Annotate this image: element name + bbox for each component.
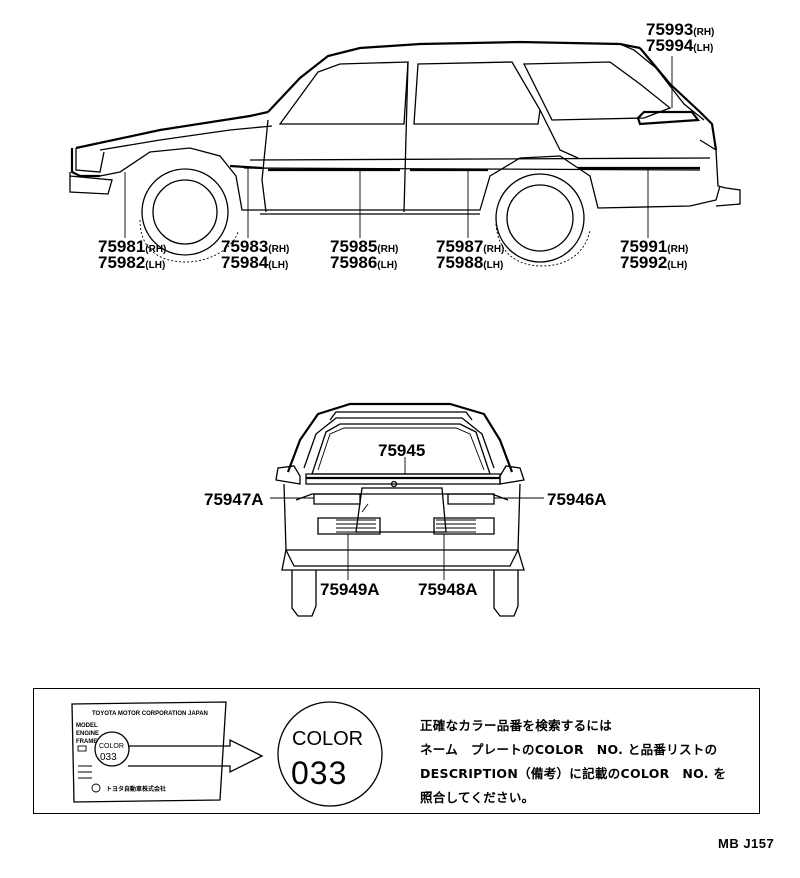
- part-number-75948A: 75948A: [418, 580, 478, 599]
- drawing-code: MB J157: [718, 836, 775, 851]
- part-number-75982: 75982(LH): [98, 253, 165, 272]
- note-line: 照合してください。: [420, 790, 535, 805]
- part-number-75985: 75985(RH): [330, 237, 398, 256]
- part-number-75984: 75984(LH): [221, 253, 288, 272]
- svg-text:033: 033: [100, 752, 117, 763]
- color-badge-label: COLOR: [292, 728, 363, 750]
- svg-text:MODEL: MODEL: [76, 723, 98, 729]
- rear-view-car: [270, 402, 544, 617]
- svg-text:トヨタ自動車株式会社: トヨタ自動車株式会社: [106, 785, 166, 793]
- part-number-75949A: 75949A: [320, 580, 380, 599]
- part-number-75986: 75986(LH): [330, 253, 397, 272]
- part-number-75947A: 75947A: [204, 490, 264, 509]
- part-number-75992: 75992(LH): [620, 253, 687, 272]
- svg-text:COLOR: COLOR: [99, 743, 124, 750]
- part-number-75994: 75994(LH): [646, 36, 713, 55]
- color-note-text: 正確なカラー品番を検索するには ネーム プレートのCOLOR NO. と品番リス…: [420, 714, 750, 810]
- part-number-75988: 75988(LH): [436, 253, 503, 272]
- svg-text:TOYOTA MOTOR CORPORATION JAPAN: TOYOTA MOTOR CORPORATION JAPAN: [92, 711, 208, 717]
- part-number-75981: 75981(RH): [98, 237, 166, 256]
- arrow-icon: [128, 738, 264, 774]
- color-badge: COLOR 033: [277, 701, 383, 807]
- rear-view-labels: 75945 75947A 75946A 75949A 75948A: [204, 441, 607, 599]
- side-view-car: [69, 40, 741, 267]
- note-line: 正確なカラー品番を検索するには: [420, 718, 613, 733]
- part-number-75983: 75983(RH): [221, 237, 289, 256]
- color-note-box: [33, 688, 760, 814]
- part-number-75991: 75991(RH): [620, 237, 688, 256]
- part-number-75993: 75993(RH): [646, 20, 714, 39]
- part-number-75945: 75945: [378, 441, 425, 460]
- svg-text:ENGINE: ENGINE: [76, 731, 99, 737]
- name-plate: TOYOTA MOTOR CORPORATION JAPAN MODEL ENG…: [71, 701, 264, 803]
- part-number-75946A: 75946A: [547, 490, 607, 509]
- part-number-75987: 75987(RH): [436, 237, 504, 256]
- note-line: ネーム プレートのCOLOR NO. と品番リストの: [420, 742, 718, 757]
- svg-text:FRAME: FRAME: [76, 739, 97, 745]
- color-badge-number: 033: [291, 755, 347, 791]
- side-view-labels: 75993(RH) 75994(LH) 75981(RH) 75982(LH) …: [98, 20, 714, 272]
- note-line: DESCRIPTION（備考）に記載のCOLOR NO. を: [420, 766, 727, 781]
